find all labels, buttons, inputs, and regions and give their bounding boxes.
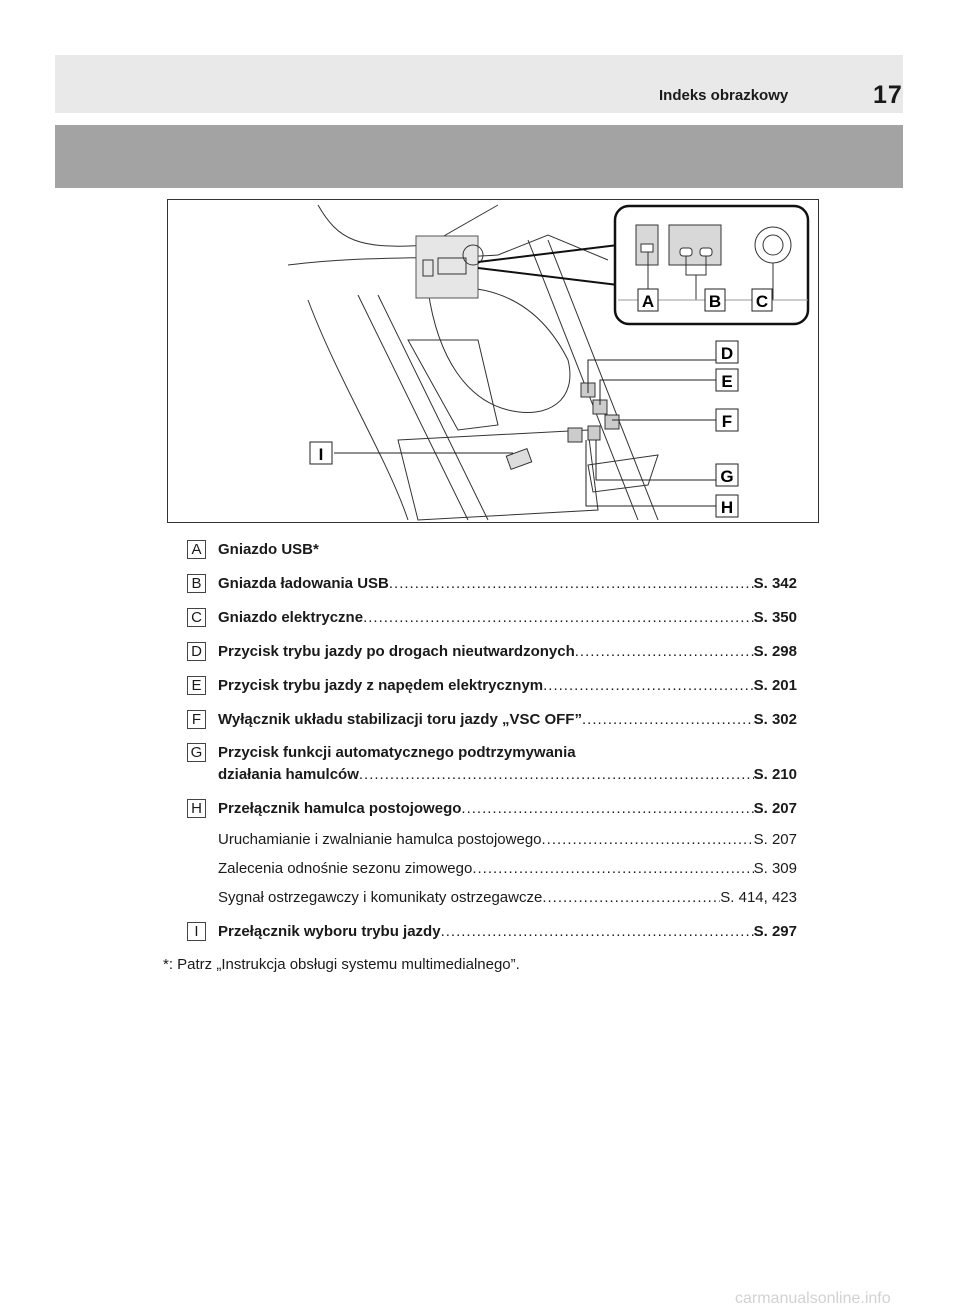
list-item: G Przycisk funkcji automatycznego podtrz… (187, 743, 797, 763)
sub-item-text: Sygnał ostrzegawczy i komunikaty ostrzeg… (218, 889, 543, 906)
item-label: B (187, 574, 206, 593)
list-item: I Przełącznik wyboru trybu jazdy S. 297 (187, 922, 797, 942)
item-text: Gniazdo USB* (218, 541, 319, 558)
item-text: działania hamulców (218, 766, 359, 783)
page-ref[interactable]: S. 297 (753, 923, 797, 940)
list-item: E Przycisk trybu jazdy z napędem elektry… (187, 676, 797, 696)
item-label: G (187, 743, 206, 762)
item-label: E (187, 676, 206, 695)
list-item-continuation: działania hamulców S. 210 (187, 765, 797, 785)
page-ref[interactable]: S. 342 (753, 575, 797, 592)
list-item: C Gniazdo elektryczne S. 350 (187, 608, 797, 628)
page-header: Indeks obrazkowy 17 (55, 55, 903, 113)
list-item: H Przełącznik hamulca postojowego S. 207 (187, 799, 797, 819)
page-ref[interactable]: S. 309 (753, 860, 797, 877)
item-label: H (187, 799, 206, 818)
sub-item-text: Zalecenia odnośnie sezonu zimowego (218, 860, 473, 877)
item-label: A (187, 540, 206, 559)
list-item: D Przycisk trybu jazdy po drogach nieutw… (187, 642, 797, 662)
page-ref[interactable]: S. 350 (753, 609, 797, 626)
page-ref[interactable]: S. 201 (753, 677, 797, 694)
page-ref[interactable]: S. 210 (753, 766, 797, 783)
page-number: 17 (873, 81, 903, 109)
item-text: Wyłącznik układu stabilizacji toru jazdy… (218, 711, 582, 728)
page-ref[interactable]: S. 207 (753, 831, 797, 848)
section-title: Indeks obrazkowy (659, 87, 789, 104)
item-text: Przełącznik hamulca postojowego (218, 800, 462, 817)
item-text: Gniazdo elektryczne (218, 609, 364, 626)
sub-item-text: Uruchamianie i zwalnianie hamulca postoj… (218, 831, 542, 848)
footnote: *: Patrz „Instrukcja obsługi systemu mul… (163, 956, 520, 973)
item-text: Gniazda ładowania USB (218, 575, 389, 592)
item-text: Przycisk trybu jazdy z napędem elektrycz… (218, 677, 544, 694)
list-item: F Wyłącznik układu stabilizacji toru jaz… (187, 710, 797, 730)
sub-item: Sygnał ostrzegawczy i komunikaty ostrzeg… (187, 888, 797, 908)
page-ref[interactable]: S. 298 (753, 643, 797, 660)
sub-item: Uruchamianie i zwalnianie hamulca postoj… (187, 830, 797, 850)
item-text: Przycisk funkcji automatycznego podtrzym… (218, 744, 576, 761)
list-item: A Gniazdo USB* (187, 540, 797, 560)
watermark: carmanualsonline.info (735, 1290, 891, 1307)
item-label: C (187, 608, 206, 627)
item-text: Przełącznik wyboru trybu jazdy (218, 923, 441, 940)
item-text: Przycisk trybu jazdy po drogach nieutwar… (218, 643, 575, 660)
list-item: B Gniazda ładowania USB S. 342 (187, 574, 797, 594)
center-console-illustration: A B C D E F G H I (167, 199, 819, 523)
item-label: I (187, 922, 206, 941)
section-band (55, 125, 903, 188)
sub-item: Zalecenia odnośnie sezonu zimowego S. 309 (187, 859, 797, 879)
page-ref[interactable]: S. 207 (753, 800, 797, 817)
page-ref[interactable]: S. 414, 423 (720, 889, 797, 906)
item-label: D (187, 642, 206, 661)
item-label: F (187, 710, 206, 729)
page-ref[interactable]: S. 302 (753, 711, 797, 728)
